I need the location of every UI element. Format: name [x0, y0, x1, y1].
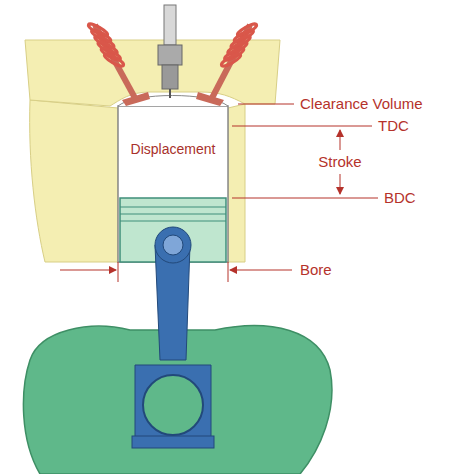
bdc-label: BDC [382, 189, 418, 207]
spark-plug [158, 5, 182, 98]
engine-block [228, 104, 245, 262]
tdc-label: TDC [376, 117, 411, 135]
clearance-label: Clearance Volume [298, 95, 425, 113]
exhaust-valve [196, 22, 258, 106]
bore-label: Bore [298, 261, 334, 279]
cylinder-head [25, 40, 280, 106]
engine-block [30, 100, 118, 262]
stroke-label: Stroke [316, 153, 363, 171]
connecting-rod [132, 227, 214, 448]
cylinder [118, 106, 228, 262]
intake-valve [87, 22, 150, 106]
piston [120, 198, 226, 262]
leader-lines [60, 104, 378, 282]
cylinder-label: Displacement [129, 140, 218, 158]
